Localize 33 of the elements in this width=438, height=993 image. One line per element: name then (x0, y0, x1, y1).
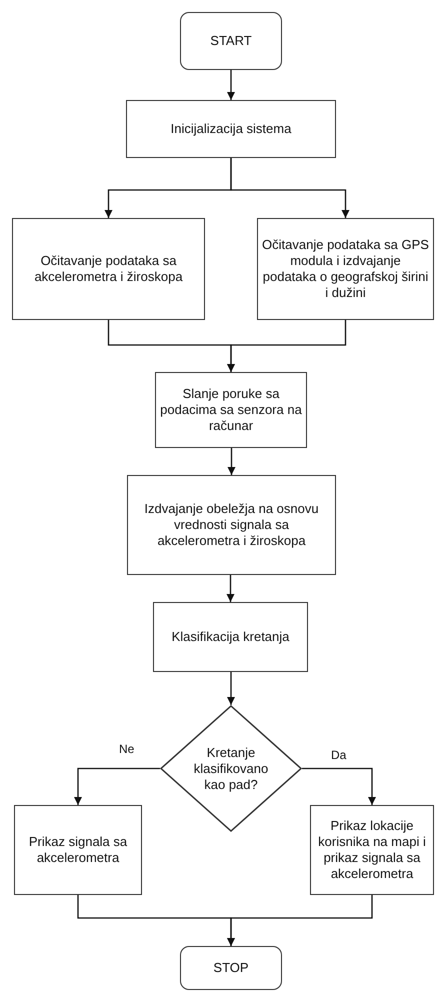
process-box (127, 475, 336, 575)
process-box (257, 218, 434, 320)
edge-label: Ne (118, 742, 136, 756)
arrow (230, 158, 350, 218)
arrow (228, 448, 236, 475)
step-text: Izdvajanje obeležja na osnovu vrednosti signala sa akcelerometra i žiroskopa (143, 501, 320, 549)
process-box (14, 805, 142, 895)
arrow (227, 320, 346, 372)
step-text: Klasifikacija kretanja (170, 629, 290, 645)
step-text: Očitavanje podataka sa GPS modula i izdvajanje podataka o geografskoj širini i dužini (261, 237, 430, 301)
step-text: Prikaz signala sa akcelerometra (28, 834, 128, 866)
step-text: Očitavanje podataka sa akcelerometra i žiroskopa (33, 253, 184, 285)
process-box (155, 372, 307, 448)
step-text: START (209, 33, 253, 49)
arrow (227, 895, 373, 946)
terminal-box (180, 12, 282, 70)
step-text: Kretanje klasifikovano kao pad? (192, 744, 270, 792)
step-text: Slanje poruke sa podacima sa senzora na računar (159, 386, 303, 434)
arrow (302, 768, 376, 805)
process-box (153, 602, 308, 672)
step-text: Inicijalizacija sistema (170, 121, 292, 137)
step-text: Prikaz lokacije korisnika na mapi i prikaz signala sa akcelerometra (317, 818, 427, 882)
process-box (12, 218, 205, 320)
arrow (227, 672, 235, 705)
process-box (126, 100, 336, 158)
arrow (74, 768, 160, 805)
arrow (226, 575, 234, 602)
process-box (310, 805, 434, 895)
decision-diamond (160, 705, 302, 832)
step-text: STOP (212, 960, 250, 976)
edge-label: Da (330, 748, 348, 762)
arrow (227, 70, 235, 100)
terminal-box (180, 946, 282, 990)
